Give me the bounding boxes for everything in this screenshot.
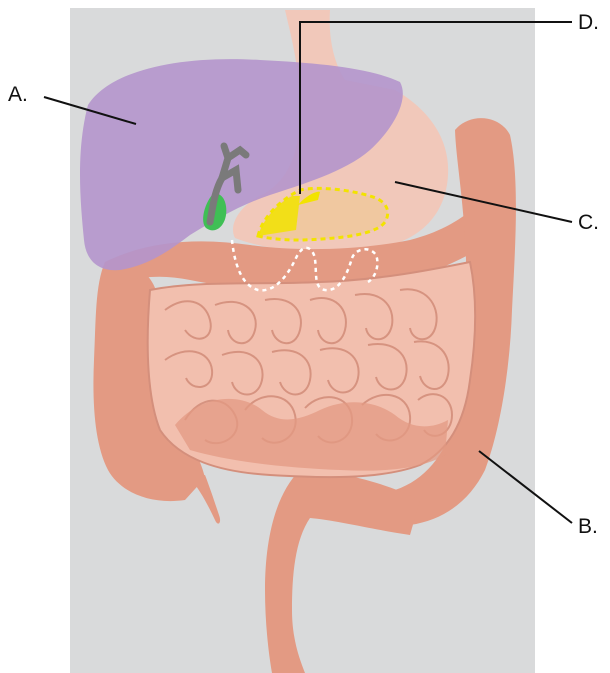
label-c: C. xyxy=(578,212,599,233)
label-d: D. xyxy=(578,12,599,33)
label-b: B. xyxy=(578,516,598,537)
small-intestine xyxy=(148,262,476,477)
label-a: A. xyxy=(8,84,28,105)
